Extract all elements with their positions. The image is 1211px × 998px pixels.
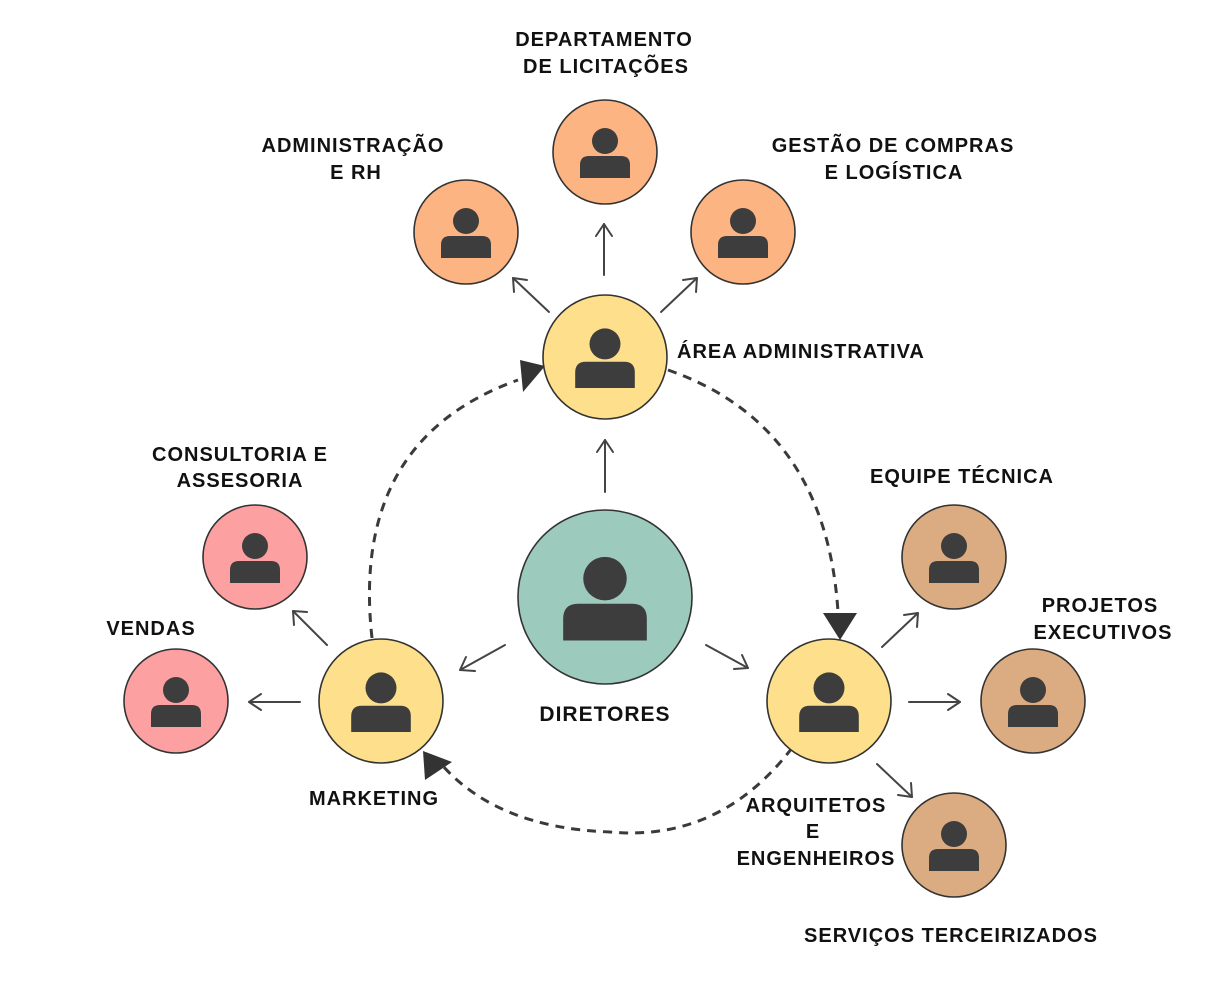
label-arquitetos-line-3: ENGENHEIROS — [737, 848, 896, 870]
arrow-marketing-to-vendas — [248, 693, 301, 711]
label-consultoria-line-1: CONSULTORIA E — [152, 444, 328, 466]
arrow-administrativa-to-rh — [512, 277, 550, 313]
node-gestao-compras — [690, 179, 796, 285]
person-icon — [929, 821, 979, 871]
solid-arrows — [248, 223, 961, 798]
arrow-administrativa-to-licitacoes — [595, 223, 613, 276]
label-arquitetos-line-1: ARQUITETOS — [746, 795, 887, 817]
label-consultoria-line-2: ASSESORIA — [177, 470, 304, 492]
node-area-administrativa — [542, 294, 668, 420]
person-icon — [351, 672, 411, 732]
label-projetos-line-1: PROJETOS — [1042, 595, 1159, 617]
arrow-arquitetos-to-equipe — [881, 612, 919, 648]
person-icon — [718, 208, 768, 258]
label-vendas: VENDAS — [106, 618, 195, 640]
arrow-arquitetos-to-servicos — [876, 763, 913, 798]
label-servicos: SERVIÇOS TERCEIRIZADOS — [804, 925, 1098, 947]
dashed-cycle — [367, 360, 857, 835]
node-vendas — [123, 648, 229, 754]
label-compras-line-1: GESTÃO DE COMPRAS — [772, 134, 1015, 157]
label-rh-line-1: ADMINISTRAÇÃO — [262, 134, 445, 157]
arrowhead-into-administrativa — [520, 360, 545, 392]
label-equipe-tecnica: EQUIPE TÉCNICA — [870, 465, 1054, 488]
node-departamento-licitacoes — [552, 99, 658, 205]
person-icon — [575, 328, 635, 388]
person-icon — [441, 208, 491, 258]
person-icon — [230, 533, 280, 583]
arrow-diretores-to-arquitetos — [705, 644, 749, 670]
label-arquitetos-line-2: E — [806, 821, 820, 843]
node-diretores — [517, 509, 693, 685]
arrowhead-into-marketing — [423, 751, 452, 780]
label-marketing: MARKETING — [309, 788, 439, 810]
label-licitacoes-line-1: DEPARTAMENTO — [515, 29, 693, 51]
label-rh-line-2: E RH — [330, 162, 382, 184]
arrow-arquitetos-to-projetos — [908, 693, 961, 711]
person-icon — [151, 677, 201, 727]
label-compras-line-2: E LOGÍSTICA — [825, 161, 964, 184]
label-projetos-line-2: EXECUTIVOS — [1034, 622, 1173, 644]
arrow-marketing-to-consultoria — [292, 610, 328, 646]
arrow-administrativa-to-compras — [660, 277, 698, 313]
dashed-edge-marketing-to-administrativa — [367, 378, 519, 639]
node-servicos-terceirizados — [901, 792, 1007, 898]
arrow-diretores-to-marketing — [459, 644, 506, 672]
node-arquitetos-engenheiros — [766, 638, 892, 764]
person-icon — [563, 556, 647, 641]
label-licitacoes-line-2: DE LICITAÇÕES — [523, 54, 689, 78]
arrow-diretores-to-administrativa — [596, 439, 614, 493]
person-icon — [580, 128, 630, 178]
label-area-administrativa: ÁREA ADMINISTRATIVA — [677, 340, 925, 363]
node-administracao-rh — [413, 179, 519, 285]
node-equipe-tecnica — [901, 504, 1007, 610]
dashed-edge-arquitetos-to-marketing — [440, 747, 794, 835]
nodes-layer — [123, 99, 1086, 898]
node-marketing — [318, 638, 444, 764]
person-icon — [929, 533, 979, 583]
dashed-edge-administrativa-to-arquitetos — [667, 368, 840, 613]
label-diretores: DIRETORES — [539, 703, 670, 726]
person-icon — [1008, 677, 1058, 727]
arrowhead-into-arquitetos — [823, 613, 857, 640]
node-consultoria — [202, 504, 308, 610]
person-icon — [799, 672, 859, 732]
node-projetos-executivos — [980, 648, 1086, 754]
labels: DIRETORES ÁREA ADMINISTRATIVA MARKETING … — [106, 29, 1173, 947]
